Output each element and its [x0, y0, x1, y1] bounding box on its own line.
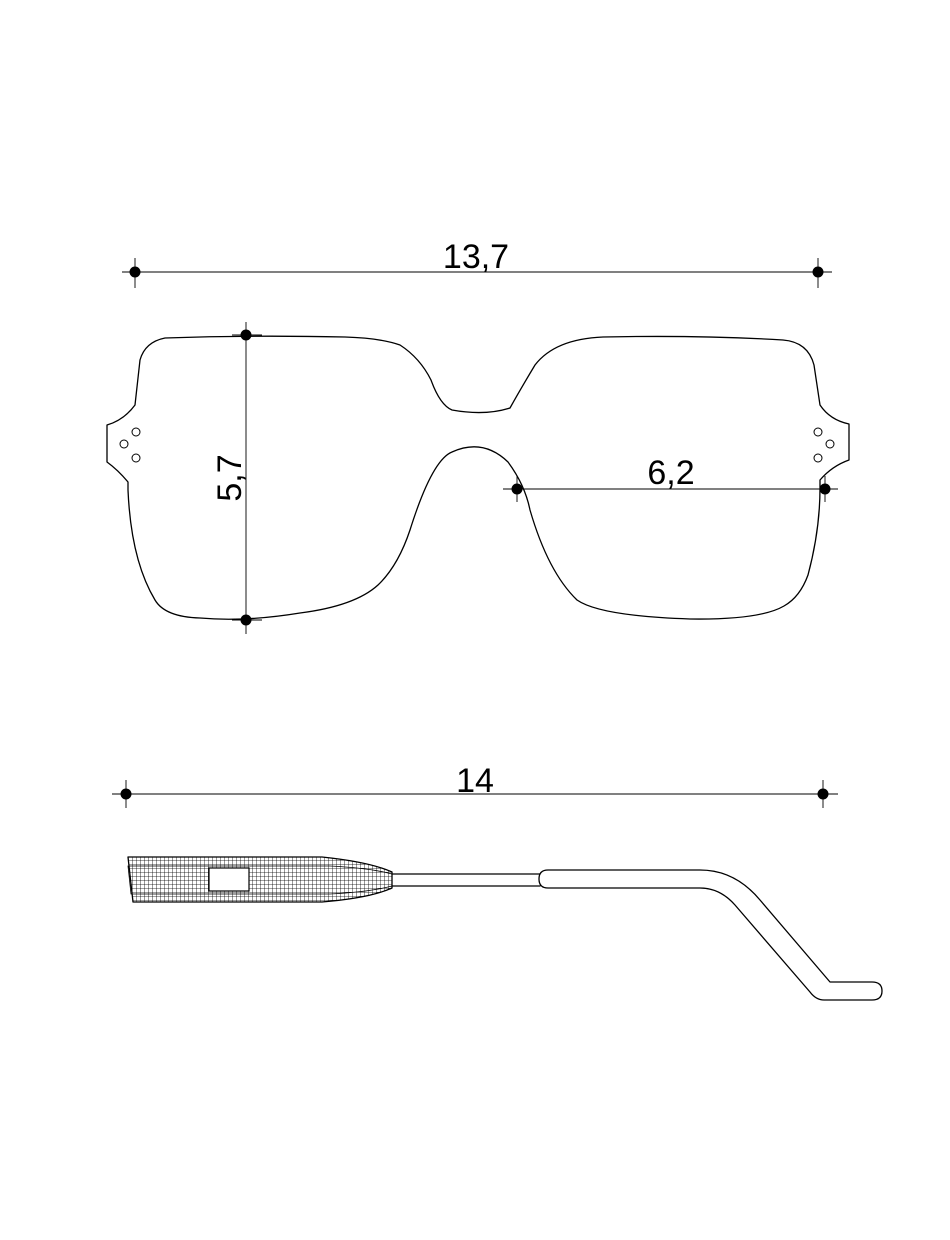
- hinge-hole: [119, 439, 129, 449]
- dimension-point-marker: [129, 266, 141, 278]
- lens-width-dimension: 6,2: [503, 454, 838, 502]
- hinge-hole: [813, 427, 823, 437]
- lens-height-dimension: 5,7: [211, 322, 262, 634]
- frame-width-label: 13,7: [443, 238, 509, 276]
- temple-tip: [538, 869, 883, 1001]
- dimension-point-marker: [819, 483, 831, 495]
- temple-length-dimension: 14: [112, 762, 838, 808]
- dimension-point-marker: [812, 266, 824, 278]
- hinge-hole: [813, 453, 823, 463]
- hinge-hole: [131, 453, 141, 463]
- frame-width-dimension: 13,7: [122, 238, 832, 288]
- hinge-hole: [825, 439, 835, 449]
- temple-length-label: 14: [456, 762, 494, 800]
- dimension-point-marker: [240, 329, 252, 341]
- lens-height-label: 5,7: [211, 454, 249, 501]
- lens-width-label: 6,2: [647, 454, 694, 492]
- hinge-hole: [131, 427, 141, 437]
- frame-front-view: [106, 335, 850, 620]
- frame-top-outline: [106, 335, 850, 620]
- dimension-point-marker: [120, 788, 132, 800]
- temple-hinge-block: [127, 856, 393, 903]
- dimension-point-marker: [511, 483, 523, 495]
- dimension-point-marker: [817, 788, 829, 800]
- dimension-point-marker: [240, 614, 252, 626]
- temple-side-view: [127, 856, 883, 1001]
- temple-logo-plate: [208, 867, 250, 892]
